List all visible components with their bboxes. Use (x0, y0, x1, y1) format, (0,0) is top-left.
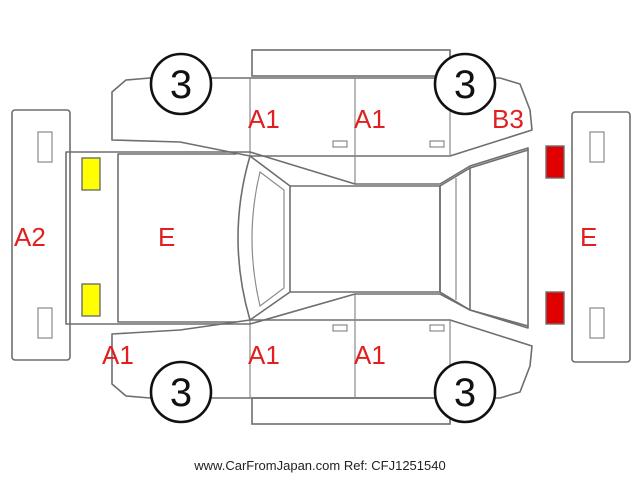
wheel-front-left-label: 3 (170, 63, 192, 107)
wheel-front-right: 3 (149, 360, 213, 424)
wheel-front-right-label: 3 (170, 371, 192, 415)
wheel-rear-right-label: 3 (454, 371, 476, 415)
wheel-rear-left: 3 (433, 52, 497, 116)
wheel-rear-left-label: 3 (454, 63, 476, 107)
mark-top-door-rear: A1 (354, 104, 386, 134)
roof-strip-top (251, 49, 451, 77)
rear-lamp-upper (545, 145, 565, 179)
wheel-rear-right: 3 (433, 360, 497, 424)
mark-top-rear-quarter: B3 (492, 104, 524, 134)
rear-bumper (571, 111, 631, 363)
front-bumper (11, 109, 71, 361)
mark-hood: E (158, 222, 175, 252)
front-lamp-lower (81, 283, 101, 317)
mark-rear-panel: E (580, 222, 597, 252)
wheel-front-left: 3 (149, 52, 213, 116)
footer-reference: www.CarFromJapan.com Ref: CFJ1251540 (194, 458, 446, 473)
mark-front-bumper: A2 (14, 222, 46, 252)
roof-strip-bottom (251, 397, 451, 425)
mark-bottom-front-fender: A1 (102, 340, 134, 370)
front-lamp-upper (81, 157, 101, 191)
mark-bottom-door-front: A1 (248, 340, 280, 370)
mark-bottom-door-rear: A1 (354, 340, 386, 370)
rear-lamp-lower (545, 291, 565, 325)
mark-top-door-front: A1 (248, 104, 280, 134)
car-body-top-view (65, 147, 529, 329)
